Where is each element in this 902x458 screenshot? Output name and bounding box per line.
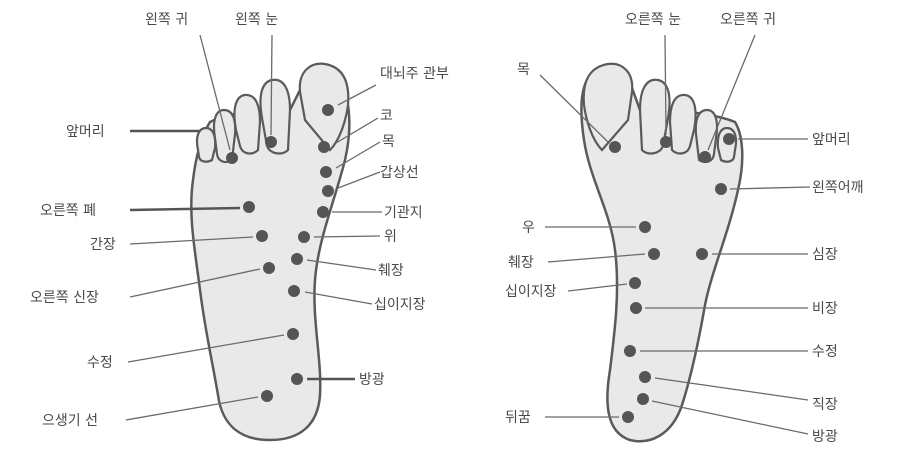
left-foot-dot-ureter — [287, 328, 299, 340]
label-stomach: 위 — [384, 229, 397, 245]
left-foot-dot-reproductive — [261, 390, 273, 402]
left-foot-dot-small-intestine — [288, 285, 300, 297]
label-r-ureter: 수정 — [812, 344, 838, 360]
right-foot-dot-bladder — [637, 393, 649, 405]
left-foot-dot-stomach — [298, 231, 310, 243]
right-foot-dot-eye — [660, 136, 672, 148]
label-r-pancreas: 췌장 — [508, 255, 534, 271]
leader-r-shoulder — [730, 187, 810, 189]
label-neck: 목 — [382, 134, 395, 150]
label-r-heel: 뒤꿈 — [505, 410, 531, 426]
right-foot-dot-ear — [699, 151, 711, 163]
right-foot-toe-5 — [718, 128, 736, 162]
right-foot-dot-stomach — [639, 221, 651, 233]
label-r-spleen: 비장 — [812, 301, 838, 317]
label-r-stomach: 우 — [522, 220, 535, 236]
label-front-head: 앞머리 — [66, 124, 105, 140]
label-cerebrum: 대뇌주 관부 — [380, 66, 449, 82]
right-foot-dot-ureter — [624, 345, 636, 357]
label-bronchus: 기관지 — [384, 205, 423, 221]
left-foot-dot-duodenum — [291, 253, 303, 265]
label-r-shoulder: 왼쪽어깨 — [812, 180, 864, 196]
label-right-lung: 오른쪽 폐 — [40, 203, 96, 219]
label-left-ear: 왼쪽 귀 — [145, 12, 188, 28]
label-r-front-head: 앞머리 — [812, 132, 851, 148]
label-duodenum: 췌장 — [378, 263, 404, 279]
label-reproductive: 으생기 선 — [42, 413, 98, 429]
right-foot-dot-heart — [696, 248, 708, 260]
left-foot: 왼쪽 귀 왼쪽 눈 대뇌주 관부 코 목 갑상선 기관지 위 췌장 십이지장 방… — [30, 12, 449, 440]
label-thyroid: 갑상선 — [380, 165, 419, 181]
left-foot-dot-kidney — [263, 262, 275, 274]
left-foot-dot-bronchus — [317, 206, 329, 218]
left-foot-dot-liver — [256, 230, 268, 242]
label-bladder: 방광 — [359, 372, 385, 388]
left-foot-dot-neck — [320, 166, 332, 178]
label-small-intestine: 십이지장 — [374, 297, 426, 313]
right-foot-dot-heel — [622, 411, 634, 423]
label-liver: 간장 — [90, 237, 116, 253]
label-r-eye: 오른쪽 눈 — [625, 12, 681, 28]
label-r-heart: 심장 — [812, 247, 838, 263]
left-foot-dot-cerebrum — [322, 104, 334, 116]
right-foot-dot-pancreas — [648, 248, 660, 260]
left-foot-dot-thyroid — [322, 185, 334, 197]
right-foot-dot-front-head — [723, 133, 735, 145]
leader-thyroid — [338, 172, 380, 188]
right-foot-dot-neck — [609, 141, 621, 153]
left-foot-dot-lung — [243, 201, 255, 213]
left-foot-dot-nose — [318, 141, 330, 153]
label-left-eye: 왼쪽 눈 — [235, 12, 278, 28]
right-foot-dot-duodenum — [629, 277, 641, 289]
right-foot-dot-rectum — [639, 371, 651, 383]
label-right-kidney: 오른쪽 신장 — [30, 290, 99, 306]
left-foot-dot-eye — [265, 136, 277, 148]
left-foot-dot-ear — [226, 152, 238, 164]
label-r-duodenum: 십이지장 — [505, 284, 557, 300]
label-r-neck: 목 — [517, 62, 530, 78]
right-foot: 오른쪽 눈 오른쪽 귀 목 앞머리 왼쪽어깨 우 췌장 심장 십이지장 비장 수… — [505, 12, 864, 445]
right-foot-dot-shoulder — [715, 183, 727, 195]
label-ureter: 수정 — [87, 355, 113, 371]
left-foot-dot-bladder — [291, 373, 303, 385]
label-r-bladder: 방광 — [812, 429, 838, 445]
label-r-rectum: 직장 — [812, 397, 838, 413]
label-r-ear: 오른쪽 귀 — [720, 12, 776, 28]
right-foot-dot-spleen — [630, 302, 642, 314]
left-foot-toe-5 — [197, 128, 215, 162]
label-nose: 코 — [380, 108, 393, 124]
